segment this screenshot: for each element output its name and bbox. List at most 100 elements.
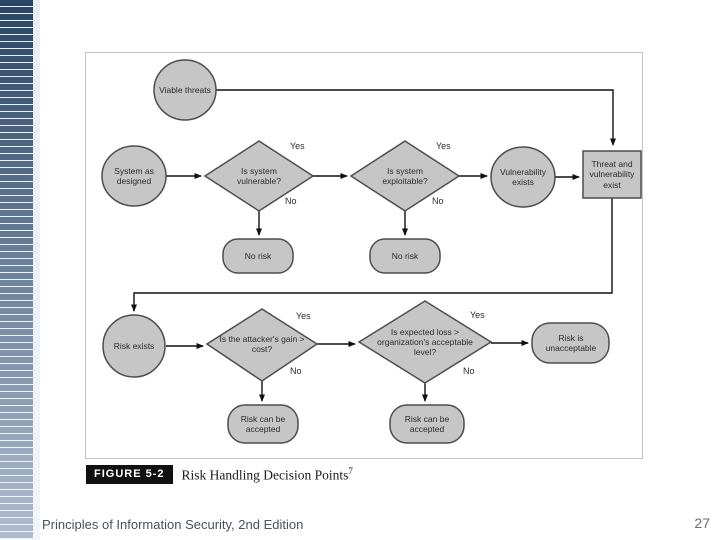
no-risk-1-shape <box>222 238 294 274</box>
edge-label-yes-exploitable: Yes <box>436 141 451 151</box>
theme-bar <box>0 315 33 321</box>
attackers-gain-label: Is the attacker's gain > cost? <box>219 333 305 354</box>
edge-label-yes-vulnerable: Yes <box>290 141 305 151</box>
no-risk-2-label: No risk <box>391 250 419 261</box>
theme-bar <box>0 266 33 272</box>
theme-bar <box>0 448 33 454</box>
viable-threats-shape <box>153 59 217 121</box>
theme-bar <box>0 217 33 223</box>
theme-bar <box>0 56 33 62</box>
is-system-exploitable-label: Is system exploitable? <box>382 165 428 186</box>
risk-accepted-1-shape <box>227 404 299 444</box>
theme-bar <box>0 322 33 328</box>
system-as-designed-shape <box>101 145 167 207</box>
theme-bar <box>0 224 33 230</box>
no-risk-1-label: No risk <box>244 250 272 261</box>
theme-bar <box>0 469 33 475</box>
theme-bar <box>0 301 33 307</box>
slide-footer-title: Principles of Information Security, 2nd … <box>42 517 304 532</box>
is-system-exploitable-shape <box>349 140 461 212</box>
theme-bar <box>0 49 33 55</box>
theme-bar <box>0 154 33 160</box>
theme-bar <box>0 189 33 195</box>
risk-accepted-1-label: Risk can be accepted <box>240 413 286 434</box>
theme-bar <box>0 0 33 6</box>
theme-bar <box>0 399 33 405</box>
theme-bar <box>0 371 33 377</box>
flow-shapes <box>101 59 642 444</box>
risk-accepted-2-shape <box>389 404 465 444</box>
theme-bar <box>0 280 33 286</box>
theme-bar <box>0 147 33 153</box>
theme-bar <box>0 329 33 335</box>
theme-bar <box>0 462 33 468</box>
figure-number-tag: FIGURE 5-2 <box>86 465 173 484</box>
theme-bar <box>0 308 33 314</box>
theme-bar <box>0 63 33 69</box>
theme-bar <box>0 511 33 517</box>
edge-label-no-vulnerable: No <box>285 196 297 206</box>
is-system-vulnerable-label: Is system vulnerable? <box>237 165 281 186</box>
theme-bar <box>0 490 33 496</box>
expected-loss-label: Is expected loss > organization's accept… <box>377 326 473 358</box>
connector-box-to-riskexists <box>131 198 613 312</box>
theme-bar <box>0 273 33 279</box>
theme-bar <box>0 91 33 97</box>
theme-bar <box>0 140 33 146</box>
theme-bar <box>0 126 33 132</box>
theme-bar <box>0 420 33 426</box>
theme-bar <box>0 161 33 167</box>
theme-bar <box>0 497 33 503</box>
theme-bar <box>0 406 33 412</box>
attackers-gain-shape <box>205 308 319 382</box>
is-system-vulnerable-shape <box>203 140 315 212</box>
theme-bar <box>0 427 33 433</box>
theme-bar <box>0 364 33 370</box>
theme-bar <box>0 259 33 265</box>
theme-bar <box>0 392 33 398</box>
connector-threats-to-box <box>216 89 616 146</box>
figure-caption: Risk Handling Decision Points7 <box>182 466 353 484</box>
viable-threats-label: Viable threats <box>159 84 211 95</box>
theme-bar <box>0 378 33 384</box>
threat-vulnerability-exist-label: Threat and vulnerability exist <box>589 159 635 190</box>
theme-bar <box>0 483 33 489</box>
theme-bar <box>0 175 33 181</box>
risk-exists-label: Risk exists <box>113 340 155 351</box>
theme-bar <box>0 350 33 356</box>
theme-bar <box>0 70 33 76</box>
theme-bar <box>0 476 33 482</box>
no-risk-2-shape <box>369 238 441 274</box>
theme-bar <box>0 84 33 90</box>
theme-bar <box>0 14 33 20</box>
theme-bar <box>0 196 33 202</box>
theme-bar <box>0 504 33 510</box>
vulnerability-exists-shape <box>490 146 556 208</box>
figure-caption-superscript: 7 <box>348 465 353 476</box>
theme-bar <box>0 532 33 538</box>
theme-bar <box>0 42 33 48</box>
theme-bar <box>0 112 33 118</box>
figure-caption-row: FIGURE 5-2 Risk Handling Decision Points… <box>86 465 353 484</box>
theme-bar <box>0 28 33 34</box>
edge-label-no-exploitable: No <box>432 196 444 206</box>
theme-bar <box>0 182 33 188</box>
theme-bar <box>0 168 33 174</box>
slide-theme-bar-stack <box>0 0 40 540</box>
theme-bar <box>0 98 33 104</box>
theme-bar <box>0 413 33 419</box>
theme-bar <box>0 203 33 209</box>
risk-accepted-2-label: Risk can be accepted <box>404 413 450 434</box>
figure-frame <box>85 52 643 459</box>
edge-label-no-gain: No <box>290 366 302 376</box>
theme-bar <box>0 133 33 139</box>
theme-bar <box>0 441 33 447</box>
theme-bar <box>0 294 33 300</box>
edge-label-yes-gain: Yes <box>296 311 311 321</box>
system-as-designed-label: System as designed <box>114 165 154 186</box>
theme-bar <box>0 231 33 237</box>
vulnerability-exists-label: Vulnerability exists <box>500 166 546 187</box>
theme-bar <box>0 119 33 125</box>
